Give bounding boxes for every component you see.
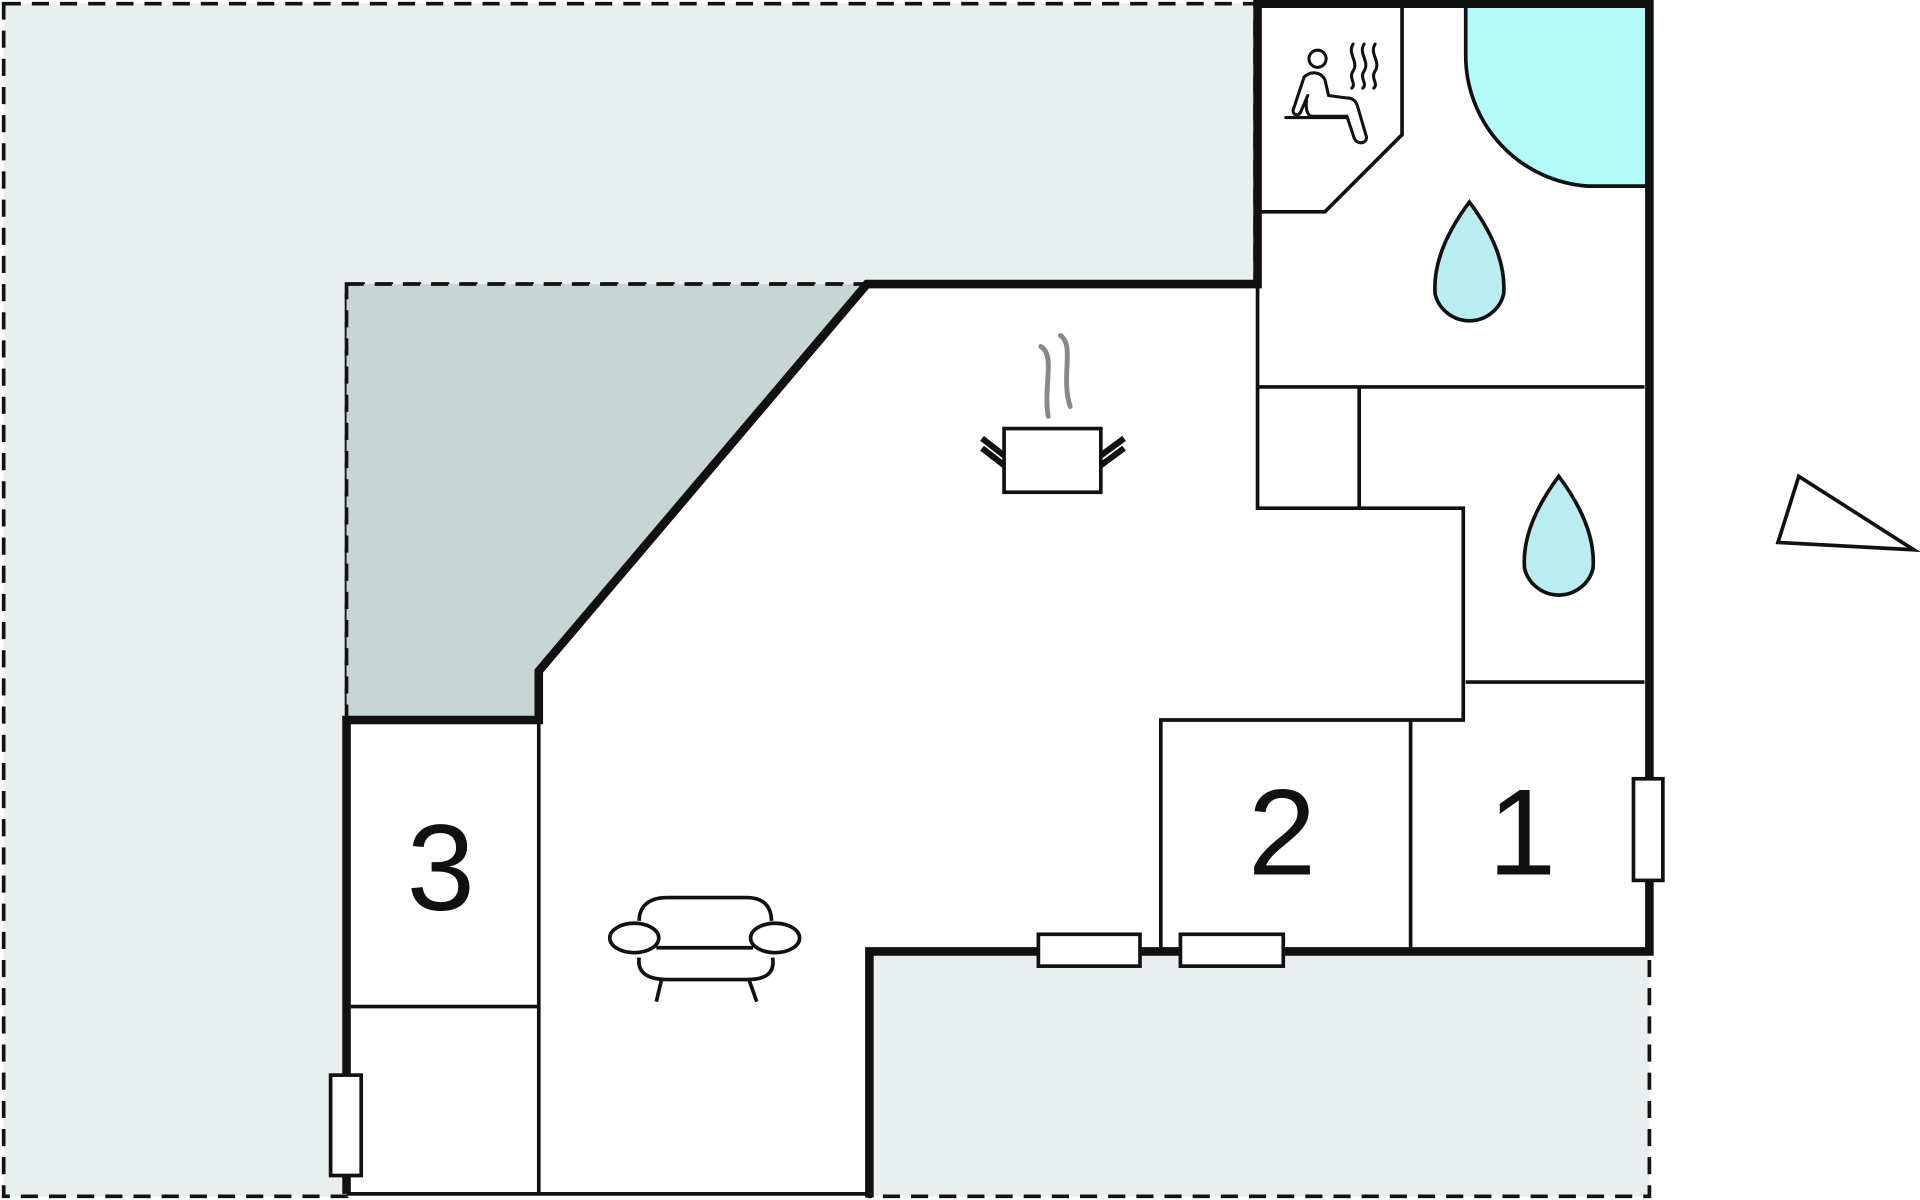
room-label-2: 2 — [1248, 763, 1316, 900]
windows — [328, 776, 1665, 1178]
kitchen-pot-icon — [980, 333, 1126, 495]
shower-drop-icon — [1433, 198, 1506, 323]
shower-drop-icon — [1522, 473, 1596, 597]
window — [1178, 932, 1286, 968]
window — [1036, 932, 1142, 968]
north-arrow-icon — [1775, 473, 1920, 552]
room-label-3: 3 — [407, 799, 475, 936]
interior-walls — [346, 3, 1645, 1196]
sofa-icon — [607, 895, 802, 1003]
sauna-icon — [1284, 42, 1379, 145]
window — [328, 1073, 364, 1178]
room-label-1: 1 — [1488, 763, 1556, 900]
window — [1631, 776, 1665, 883]
shower-area — [1463, 1, 1649, 188]
exterior-walls — [342, 0, 1654, 1198]
